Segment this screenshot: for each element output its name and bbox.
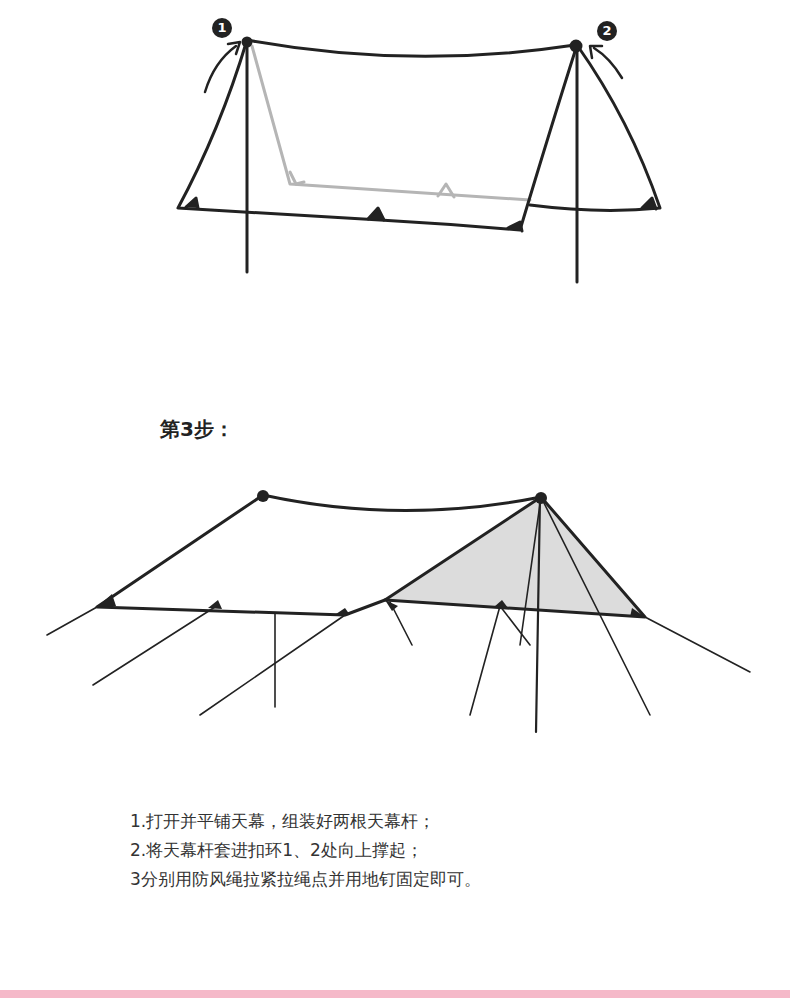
- instruction-line: 1.打开并平铺天幕，组装好两根天幕杆；: [130, 810, 435, 833]
- step-heading: 第3步：: [160, 416, 234, 443]
- instruction-line: 3分别用防风绳拉紧拉绳点并用地钉固定即可。: [130, 868, 481, 891]
- callout-number: 2: [597, 21, 617, 41]
- instruction-line: 2.将天幕杆套进扣环1、2处向上撑起；: [130, 839, 423, 862]
- callout-number: 1: [212, 18, 232, 38]
- footer-bar: [0, 990, 790, 998]
